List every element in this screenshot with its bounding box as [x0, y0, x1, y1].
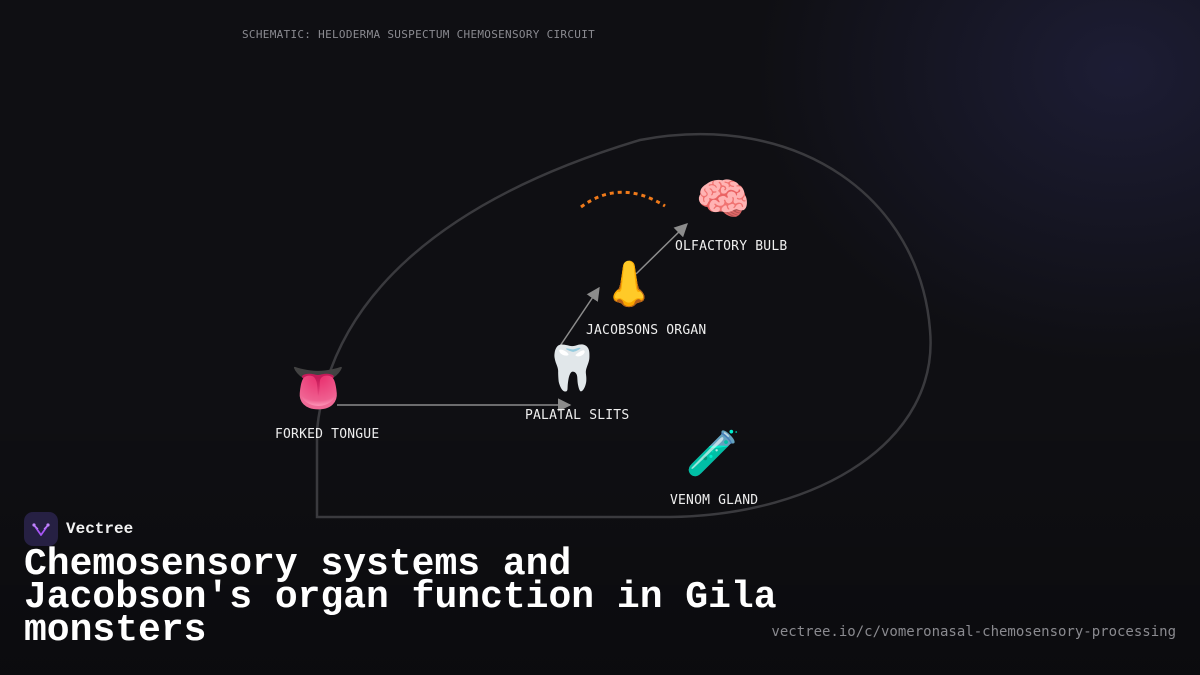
tongue-icon: 👅	[290, 363, 346, 414]
brand-name: Vectree	[66, 520, 134, 538]
test-tube-icon: 🧪	[685, 428, 741, 479]
palatal-slits-label: PALATAL SLITS	[525, 408, 630, 423]
schematic-caption: SCHEMATIC: HELODERMA SUSPECTUM CHEMOSENS…	[242, 28, 596, 41]
brand[interactable]: Vectree	[24, 512, 133, 546]
arrow-jacobsons-to-bulb	[635, 223, 688, 275]
accent-arc	[580, 190, 666, 209]
brain-icon: 🧠	[695, 174, 751, 225]
jacobsons-organ-label: JACOBSONS ORGAN	[586, 323, 707, 338]
arrow-palatal-to-jacobsons	[559, 286, 600, 347]
source-url[interactable]: vectree.io/c/vomeronasal-chemosensory-pr…	[771, 624, 1176, 640]
forked-tongue-label: FORKED TONGUE	[275, 427, 380, 442]
venom-gland-label: VENOM GLAND	[670, 493, 759, 508]
tooth-icon: 🦷	[544, 343, 600, 394]
feedback-loop-path	[315, 132, 932, 519]
vectree-logo-icon	[24, 512, 58, 546]
page-title: Chemosensory systems and Jacobson's orga…	[24, 543, 777, 652]
nose-icon: 👃	[601, 259, 657, 310]
olfactory-bulb-label: OLFACTORY BULB	[675, 239, 788, 254]
